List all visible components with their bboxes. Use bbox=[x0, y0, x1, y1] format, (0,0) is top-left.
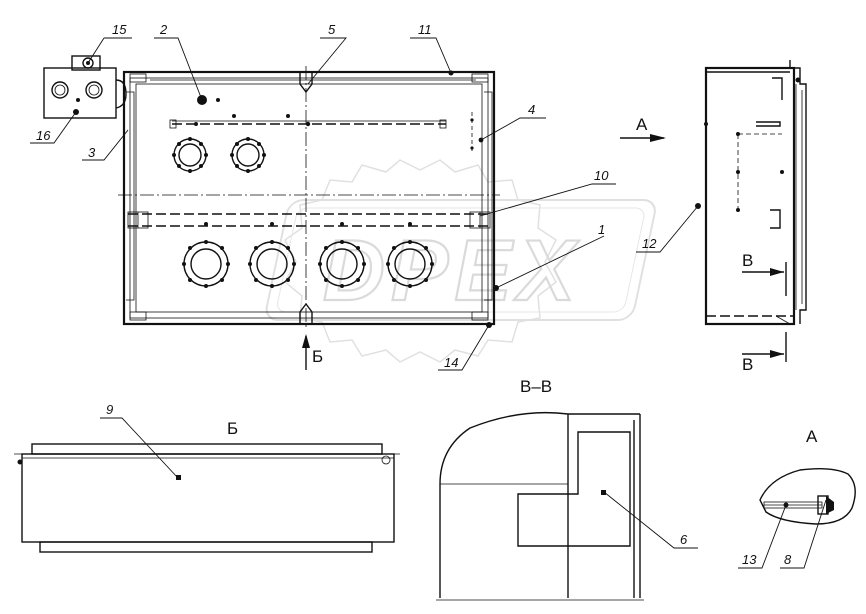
leader-11 bbox=[410, 37, 452, 74]
view-a: А bbox=[759, 427, 856, 525]
leader-lines bbox=[30, 37, 827, 569]
view-arrow-a: А bbox=[620, 115, 666, 142]
leader-6 bbox=[603, 491, 698, 549]
watermark: DPEX bbox=[265, 159, 656, 363]
flange-lower-2 bbox=[248, 222, 296, 288]
leader-3 bbox=[82, 129, 129, 161]
section-arrow-v-bottom: В bbox=[742, 332, 787, 374]
leader-2 bbox=[154, 37, 203, 101]
view-b-title: Б bbox=[227, 419, 238, 438]
watermark-gear-icon bbox=[284, 159, 557, 363]
bracket-assembly bbox=[43, 55, 127, 119]
flange-lower-4 bbox=[386, 222, 434, 288]
section-vv-title: В–В bbox=[520, 377, 552, 396]
section-arrow-v-top: В bbox=[742, 251, 787, 296]
callout-4: 4 bbox=[528, 102, 535, 117]
flange-lower-3 bbox=[318, 222, 366, 288]
callout-1: 1 bbox=[598, 222, 605, 237]
callout-5: 5 bbox=[328, 22, 336, 37]
view-b: Б bbox=[14, 419, 400, 553]
callout-2: 2 bbox=[159, 22, 168, 37]
watermark-frame bbox=[265, 199, 656, 321]
callout-13: 13 bbox=[742, 552, 757, 567]
view-arrow-b: Б bbox=[302, 334, 323, 370]
leader-9 bbox=[100, 417, 179, 479]
callout-labels: 15 2 5 11 16 3 4 10 1 14 12 9 6 13 8 bbox=[36, 22, 792, 567]
leader-4 bbox=[480, 117, 546, 141]
callout-6: 6 bbox=[680, 532, 688, 547]
section-arrow-v-top-label: В bbox=[742, 251, 753, 270]
leader-13 bbox=[738, 504, 787, 569]
leader-14 bbox=[438, 324, 490, 371]
view-a-title: А bbox=[806, 427, 818, 446]
view-arrow-a-label: А bbox=[636, 115, 648, 134]
leader-10 bbox=[479, 183, 616, 217]
callout-11: 11 bbox=[418, 22, 432, 37]
callout-9: 9 bbox=[106, 402, 113, 417]
leader-8 bbox=[780, 499, 827, 569]
leader-1 bbox=[495, 235, 605, 289]
section-arrow-v-bottom-label: В bbox=[742, 355, 753, 374]
callout-10: 10 bbox=[594, 168, 609, 183]
leader-5 bbox=[307, 37, 347, 85]
watermark-text: DPEX bbox=[323, 223, 581, 319]
flange-upper-left bbox=[172, 137, 208, 173]
callout-8: 8 bbox=[784, 552, 792, 567]
flange-lower-1 bbox=[182, 222, 230, 288]
section-vv: В–В bbox=[436, 377, 644, 601]
view-arrow-b-label: Б bbox=[312, 347, 323, 366]
callout-16: 16 bbox=[36, 128, 51, 143]
callout-14: 14 bbox=[444, 355, 458, 370]
side-view bbox=[695, 60, 807, 326]
leader-16 bbox=[30, 111, 77, 144]
callout-3: 3 bbox=[88, 145, 96, 160]
leader-12 bbox=[636, 205, 699, 253]
callout-12: 12 bbox=[642, 236, 657, 251]
callout-15: 15 bbox=[112, 22, 127, 37]
flange-upper-right bbox=[230, 137, 266, 173]
